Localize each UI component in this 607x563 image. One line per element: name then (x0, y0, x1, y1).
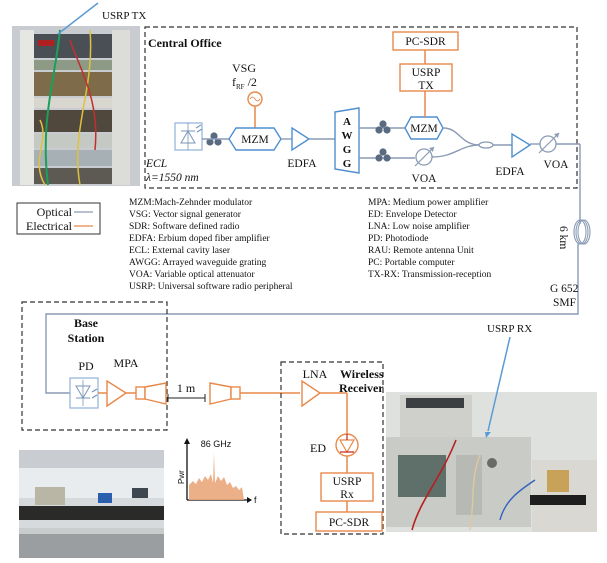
ecl-label: ECL (145, 158, 167, 170)
svg-text:A: A (343, 116, 351, 128)
svg-text:EDFA: Erbium doped fiber ampli: EDFA: Erbium doped fiber amplifier (129, 233, 271, 244)
legend-electrical-label: Electrical (26, 219, 73, 233)
rx-horn-antenna (209, 382, 241, 405)
svg-text:AWGG: Arrayed waveguide gratin: AWGG: Arrayed waveguide grating (129, 258, 266, 268)
polarization-controller-icon (375, 148, 391, 162)
svg-text:USRP: Universal software radio: USRP: Universal software radio periphera… (129, 281, 293, 292)
usrp-tx-box (399, 63, 453, 92)
ed-label: ED (310, 441, 326, 455)
svg-text:PC-SDR: PC-SDR (329, 517, 370, 529)
central-office-box (144, 26, 578, 189)
tx-horn-antenna (135, 382, 167, 405)
svg-text:PD: Photodiode: PD: Photodiode (368, 234, 428, 244)
usrp-tx-callout: USRP TX (57, 2, 146, 35)
svg-text:PC: Portable computer: PC: Portable computer (368, 258, 455, 268)
lna-label: LNA (303, 367, 328, 381)
ecl-wavelength: λ=1550 nm (145, 172, 199, 184)
svg-text:ECL: External cavity laser: ECL: External cavity laser (129, 246, 231, 256)
base-station-title-line1: Base (74, 316, 99, 330)
abbreviations-left: MZM:Mach-Zehnder modulator VSG: Vector s… (129, 198, 293, 292)
svg-text:MPA: Medium power amplifier: MPA: Medium power amplifier (368, 197, 489, 208)
base-station-title-line2: Station (68, 331, 105, 345)
svg-text:ED: Envelope Detector: ED: Envelope Detector (368, 210, 457, 220)
spectrum-x-label: f (254, 495, 257, 505)
photo-rack-tx (12, 26, 140, 186)
base-station-box (21, 301, 168, 431)
edfa-2 (511, 132, 532, 159)
spectrum-peak-label: 86 GHz (201, 439, 232, 449)
fiber-type-line1: G 652 (550, 283, 579, 295)
fiber-spool-icon (573, 219, 591, 245)
awgg (334, 107, 360, 174)
svg-text:MZM: MZM (241, 134, 268, 146)
svg-text:VOA: VOA (412, 173, 438, 185)
svg-text:SDR: Software defined radio: SDR: Software defined radio (129, 221, 240, 232)
svg-text:VOA: Variable optical attenuat: VOA: Variable optical attenuator (129, 270, 255, 280)
svg-text:USRP: USRP (333, 476, 362, 488)
polarization-controller-icon (206, 132, 222, 146)
pc-sdr-rx-box (315, 511, 383, 532)
svg-text:PC-SDR: PC-SDR (405, 36, 446, 48)
usrp-rx-photo-label: USRP RX (487, 323, 532, 335)
legend: Optical Electrical (16, 202, 101, 235)
usrp-rx-box (320, 472, 374, 502)
spectrum-inset: 86 GHz Pwr f (177, 438, 257, 505)
svg-text:EDFA: EDFA (495, 166, 525, 178)
photodiode (69, 377, 99, 409)
mpa-amplifier (106, 379, 128, 408)
svg-text:Rx: Rx (340, 489, 354, 501)
central-office-title: Central Office (148, 36, 222, 50)
wireless-receiver-box (280, 361, 384, 535)
fiber-type-line2: SMF (553, 297, 576, 309)
voa-2 (538, 132, 560, 154)
vsg-label: VSG (232, 61, 256, 75)
lna-amplifier (301, 379, 322, 408)
svg-text:W: W (342, 130, 353, 142)
svg-text:G: G (343, 158, 352, 170)
receiver-title-line2: Receiver (339, 381, 384, 395)
envelope-detector (335, 433, 359, 457)
svg-text:TX: TX (418, 80, 434, 92)
svg-text:USRP: USRP (412, 67, 441, 79)
ecl-laser (174, 122, 203, 151)
voa-1 (414, 146, 435, 167)
edfa-1 (291, 126, 311, 152)
svg-text:EDFA: EDFA (287, 158, 317, 170)
pd-label: PD (78, 359, 94, 373)
svg-text:TX-RX: Transmission-reception: TX-RX: Transmission-reception (368, 270, 491, 280)
abbreviations-right: MPA: Medium power amplifier ED: Envelope… (368, 197, 491, 280)
svg-text:MZM: MZM (410, 123, 437, 135)
fiber-to-base-station (45, 244, 579, 394)
polarization-controller-icon (375, 120, 391, 134)
usrp-rx-callout: USRP RX (485, 323, 532, 438)
svg-text:MZM:Mach-Zehnder modulator: MZM:Mach-Zehnder modulator (129, 198, 253, 208)
svg-text:RAU: Remote antenna Unit: RAU: Remote antenna Unit (368, 246, 474, 256)
coupler (478, 141, 494, 149)
spectrum-trace (189, 452, 244, 500)
svg-text:G: G (343, 144, 352, 156)
usrp-tx-photo-label: USRP TX (102, 10, 146, 22)
legend-optical-label: Optical (37, 205, 73, 219)
svg-text:LNA: Low noise amplifier: LNA: Low noise amplifier (368, 221, 470, 232)
photo-lab (19, 450, 164, 558)
mpa-label: MPA (114, 356, 139, 370)
svg-text:VSG: Vector signal generator: VSG: Vector signal generator (129, 210, 242, 220)
spectrum-y-label: Pwr (177, 470, 186, 484)
fiber-length-label: 6 km (557, 226, 569, 249)
vsg-frequency: fRF /2 (232, 75, 257, 91)
distance-label: 1 m (177, 381, 196, 395)
receiver-title-line1: Wireless (340, 367, 384, 381)
svg-text:VOA: VOA (544, 159, 570, 171)
